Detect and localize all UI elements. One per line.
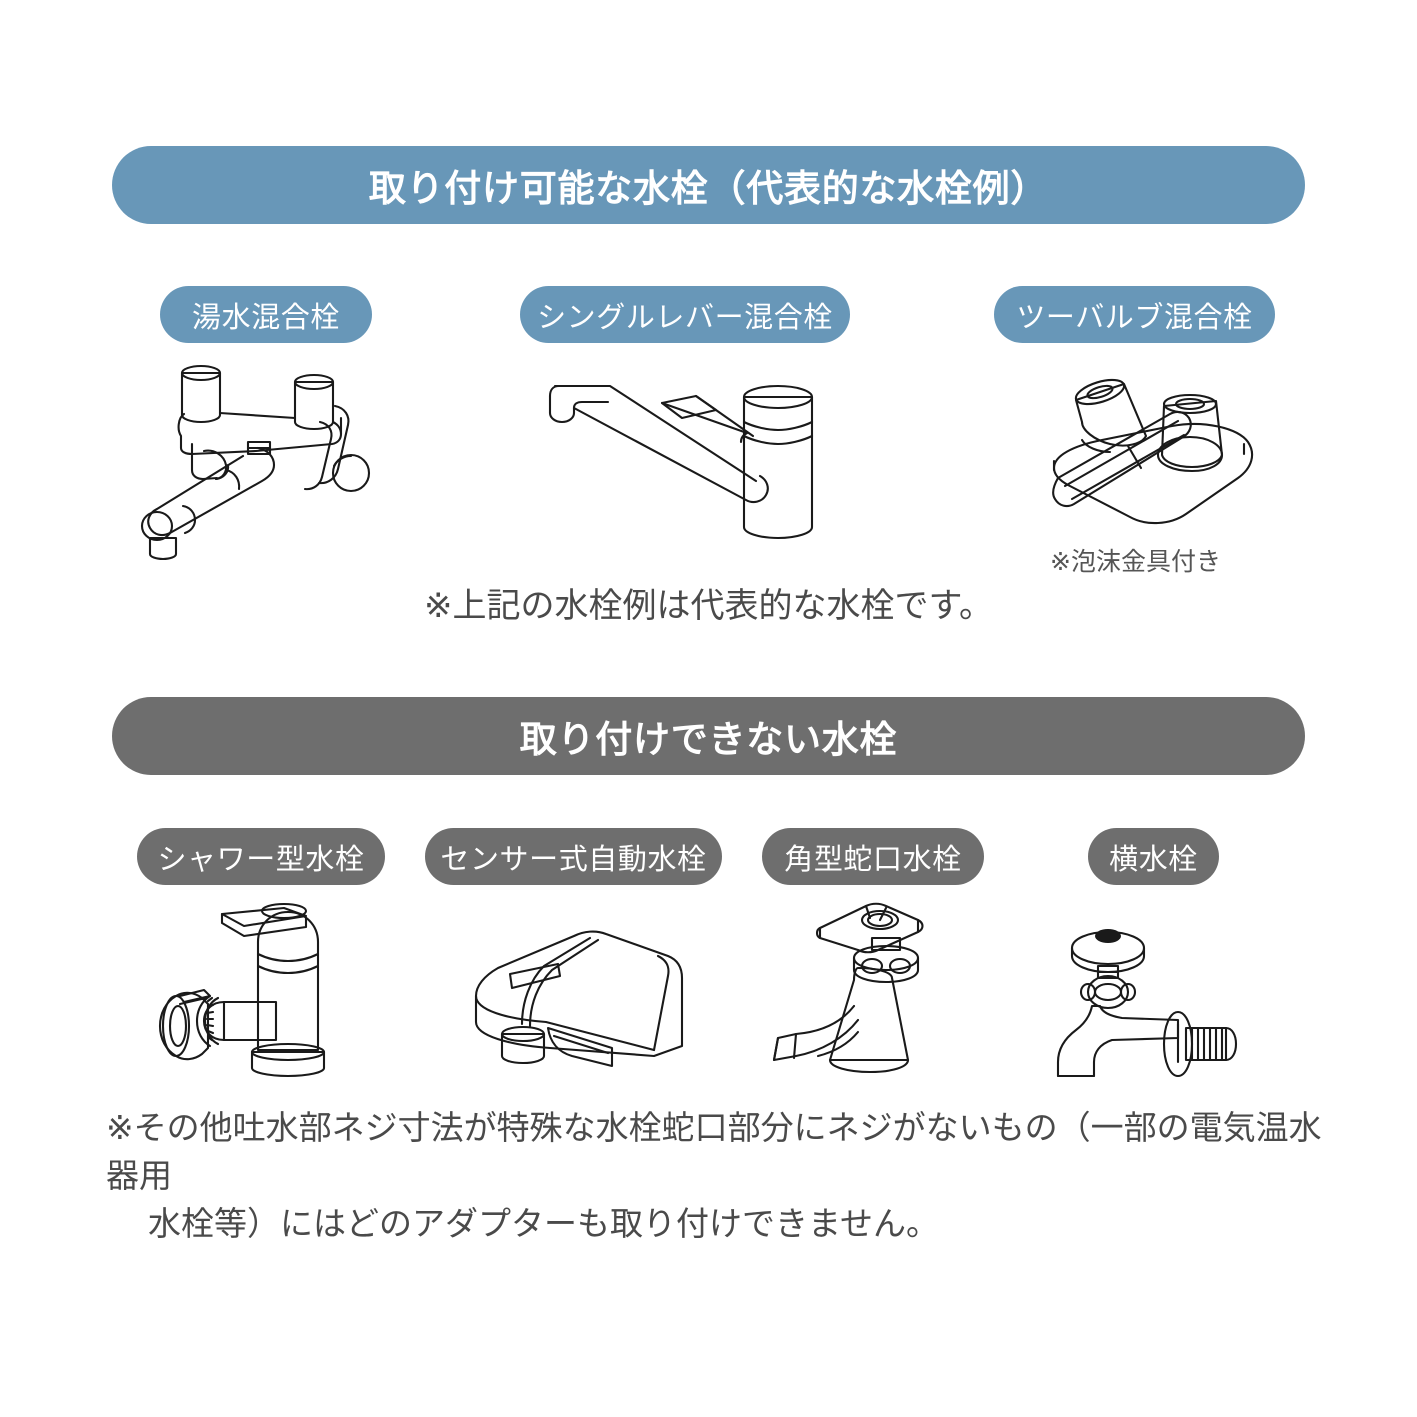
pill-text: 湯水混合栓 xyxy=(192,301,340,334)
single-lever-faucet-icon xyxy=(528,366,828,548)
incompatible-item-label-shower: シャワー型水栓 xyxy=(137,828,385,885)
pill-text: シングルレバー混合栓 xyxy=(537,301,833,334)
incompatible-item-label-sensor: センサー式自動水栓 xyxy=(425,828,722,885)
pill-text: 横水栓 xyxy=(1109,843,1198,876)
compatible-section-banner: 取り付け可能な水栓（代表的な水栓例） xyxy=(112,146,1305,224)
incompatible-item-label-wall-bib: 横水栓 xyxy=(1088,828,1219,885)
two-valve-faucet-icon xyxy=(1018,352,1290,534)
compatible-banner-label: 取り付け可能な水栓（代表的な水栓例） xyxy=(368,168,1049,209)
wall-bib-faucet-icon xyxy=(1036,906,1240,1082)
square-spout-faucet-icon xyxy=(762,896,966,1080)
pill-text: センサー式自動水栓 xyxy=(440,843,707,876)
footnote-line-1: ※その他吐水部ネジ寸法が特殊な水栓蛇口部分にネジがないもの（一部の電気温水器用 xyxy=(106,1109,1322,1194)
sensor-faucet-icon xyxy=(462,926,694,1078)
incompatible-section-banner: 取り付けできない水栓 xyxy=(112,697,1305,775)
incompatible-item-label-square-spout: 角型蛇口水栓 xyxy=(762,828,984,885)
incompatible-footnote: ※その他吐水部ネジ寸法が特殊な水栓蛇口部分にネジがないもの（一部の電気温水器用 … xyxy=(106,1104,1336,1248)
compatible-section-note: ※上記の水栓例は代表的な水栓です。 xyxy=(423,587,994,625)
mixing-faucet-icon xyxy=(108,352,408,564)
compatible-item-label-two-valve: ツーバルブ混合栓 xyxy=(994,286,1275,343)
compatible-item-label-mixing-faucet: 湯水混合栓 xyxy=(160,286,372,343)
footnote-line-2: 水栓等）にはどのアダプターも取り付けできません。 xyxy=(148,1204,940,1242)
pill-text: 角型蛇口水栓 xyxy=(784,843,962,876)
compatible-item-label-single-lever: シングルレバー混合栓 xyxy=(520,286,850,343)
two-valve-faucet-note: ※泡沫金具付き xyxy=(1050,548,1221,576)
shower-faucet-icon xyxy=(152,892,384,1084)
incompatible-banner-label: 取り付けできない水栓 xyxy=(519,719,898,760)
pill-text: シャワー型水栓 xyxy=(157,843,365,876)
pill-text: ツーバルブ混合栓 xyxy=(1016,301,1253,334)
